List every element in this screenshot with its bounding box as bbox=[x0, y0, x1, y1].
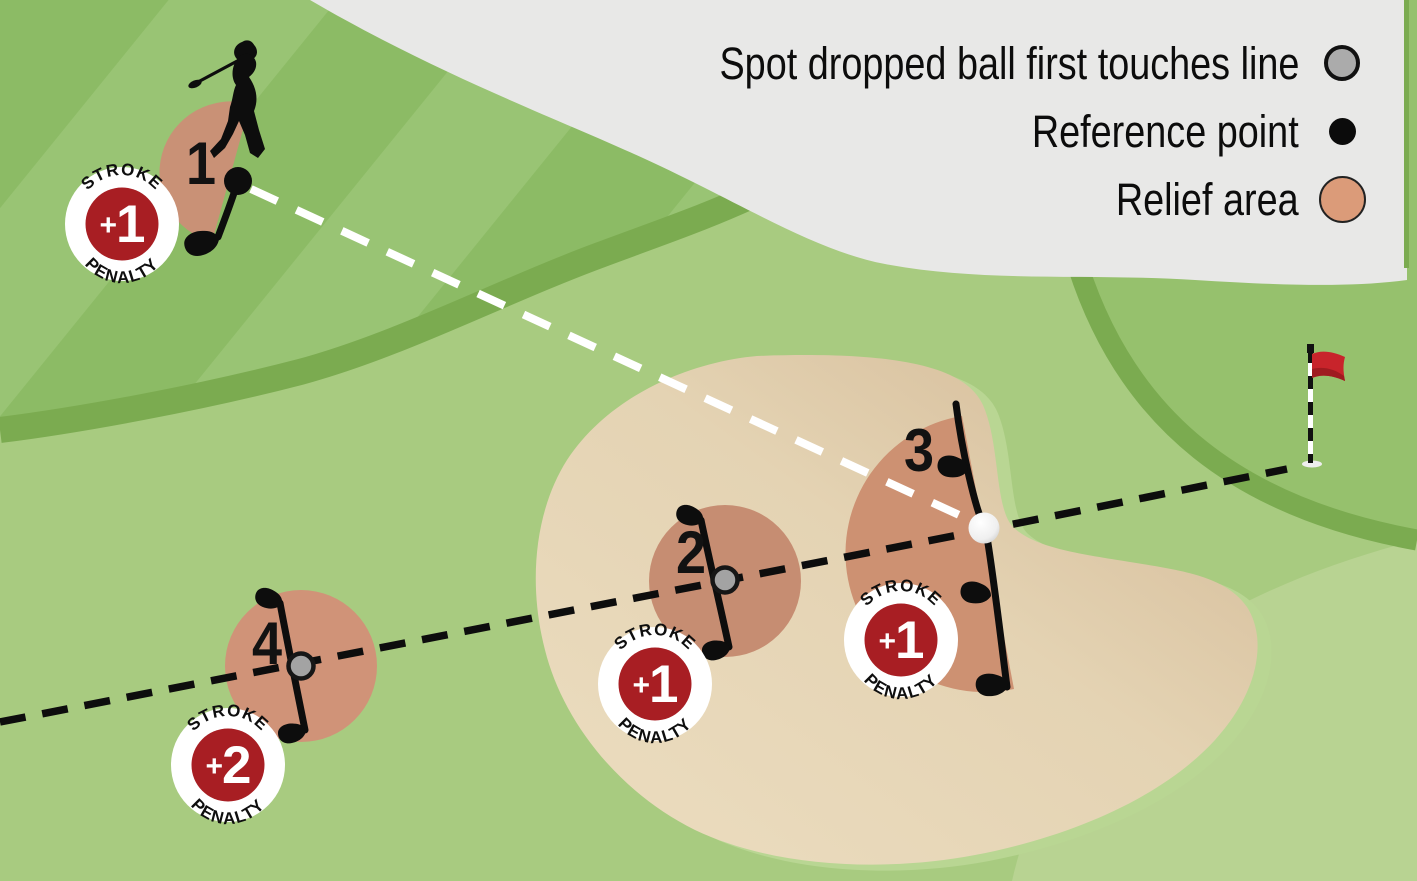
badge-1-plus: + bbox=[99, 209, 116, 242]
reference-point-marker-icon bbox=[1328, 117, 1356, 145]
drop-spot-dot-2 bbox=[710, 565, 740, 595]
option-number-2: 2 bbox=[676, 519, 706, 586]
drop-spot-dot-4 bbox=[286, 651, 316, 681]
badge-1-value: 1 bbox=[116, 195, 144, 254]
option-number-1: 1 bbox=[186, 130, 216, 197]
legend-drop-spot-label: Spot dropped ball first touches line bbox=[719, 37, 1299, 89]
flagstick bbox=[1302, 344, 1345, 468]
badge-2-plus: + bbox=[632, 669, 649, 702]
badge-3-plus: + bbox=[878, 625, 895, 658]
ball-flight-line-white bbox=[249, 185, 985, 530]
badge-3-value: 1 bbox=[895, 611, 923, 670]
green-edge-line bbox=[1404, 0, 1409, 268]
legend-panel bbox=[310, 0, 1407, 285]
svg-text:+1: +1 bbox=[99, 195, 144, 254]
golfer-club bbox=[197, 57, 242, 84]
penalty-badge-2: STROKE PENALTY +1 bbox=[598, 620, 712, 747]
badge-4-value: 2 bbox=[222, 736, 250, 795]
penalty-badge-4: STROKE PENALTY +2 bbox=[171, 701, 285, 828]
badge-4-plus: + bbox=[205, 750, 222, 783]
hole-base bbox=[1302, 460, 1322, 468]
svg-text:+1: +1 bbox=[878, 611, 923, 670]
marker-box bbox=[1317, 45, 1367, 81]
marker-box bbox=[1317, 175, 1367, 223]
putting-green-fringe bbox=[1068, 262, 1417, 551]
legend-reference-point-label: Reference point bbox=[1032, 105, 1299, 157]
legend-relief-area-label: Relief area bbox=[1116, 173, 1299, 225]
penalty-badge-1: STROKE PENALTY +1 bbox=[65, 160, 179, 287]
svg-text:+2: +2 bbox=[205, 736, 250, 795]
legend-item-drop-spot: Spot dropped ball first touches line bbox=[609, 37, 1367, 89]
option-number-4: 4 bbox=[252, 610, 282, 677]
badge-2-value: 1 bbox=[649, 655, 677, 714]
svg-text:+1: +1 bbox=[632, 655, 677, 714]
flag-shade bbox=[1312, 367, 1345, 381]
relief-area-marker-icon bbox=[1318, 175, 1366, 223]
reference-dot-1 bbox=[224, 167, 252, 195]
drop-spot-marker-icon bbox=[1324, 45, 1360, 81]
penalty-badge-3: STROKE PENALTY +1 bbox=[844, 576, 958, 703]
golfer-silhouette bbox=[188, 40, 265, 158]
legend-item-reference-point: Reference point bbox=[981, 105, 1367, 157]
legend-item-relief-area: Relief area bbox=[1081, 173, 1367, 225]
marker-box bbox=[1317, 117, 1367, 145]
golf-ball bbox=[968, 512, 1000, 544]
option-number-3: 3 bbox=[904, 417, 934, 484]
